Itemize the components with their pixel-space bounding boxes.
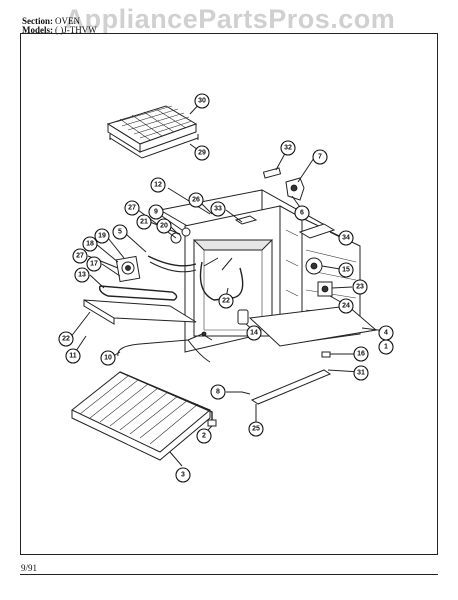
svg-text:5: 5 (118, 229, 122, 236)
svg-text:3: 3 (181, 472, 185, 479)
callout: 16 (353, 346, 369, 362)
svg-text:25: 25 (252, 426, 260, 433)
callout: 11 (65, 348, 81, 364)
callout: 21 (136, 214, 152, 230)
callout: 4 (378, 325, 394, 341)
callout: 26 (188, 192, 204, 208)
svg-text:6: 6 (300, 210, 304, 217)
svg-text:22: 22 (222, 298, 230, 305)
callout: 10 (100, 350, 116, 366)
callout: 24 (338, 298, 354, 314)
callout: 18 (82, 236, 98, 252)
callout: 27 (72, 248, 88, 264)
callout: 13 (74, 267, 90, 283)
svg-text:17: 17 (90, 261, 98, 268)
callout: 20 (156, 218, 172, 234)
svg-text:16: 16 (357, 351, 365, 358)
svg-text:19: 19 (98, 233, 106, 240)
svg-text:22: 22 (62, 336, 70, 343)
callout: 17 (86, 256, 102, 272)
section-value: OVEN (55, 16, 80, 26)
callout: 2 (196, 428, 212, 444)
callout: 14 (246, 325, 262, 341)
callout: 31 (353, 365, 369, 381)
rack-and-rail-drawing (71, 351, 332, 461)
svg-text:18: 18 (86, 241, 94, 248)
callout: 9 (148, 204, 164, 220)
callout: 29 (194, 145, 210, 161)
svg-text:2: 2 (202, 433, 206, 440)
svg-text:30: 30 (198, 98, 206, 105)
svg-text:29: 29 (198, 150, 206, 157)
diagram-frame (20, 33, 438, 555)
revision-date: 9/91 (21, 563, 38, 573)
svg-text:27: 27 (76, 253, 84, 260)
callout: 3 (175, 467, 191, 483)
svg-text:31: 31 (357, 370, 365, 377)
svg-text:15: 15 (342, 267, 350, 274)
svg-text:34: 34 (342, 235, 350, 242)
svg-text:10: 10 (104, 355, 112, 362)
svg-text:12: 12 (154, 182, 162, 189)
callout-layer: 30 29 32 7 6 12 26 33 34 27 9 21 5 20 19… (58, 93, 394, 483)
models-label: Models: (22, 25, 53, 35)
svg-text:27: 27 (128, 205, 136, 212)
svg-text:11: 11 (69, 353, 77, 360)
svg-text:7: 7 (318, 154, 322, 161)
svg-text:13: 13 (78, 272, 86, 279)
oven-cavity-drawing (158, 189, 378, 353)
svg-text:8: 8 (216, 389, 220, 396)
watermark: AppliancePartsPros.com (64, 4, 396, 34)
small-parts-drawing (262, 167, 305, 201)
callout: 30 (194, 93, 210, 109)
callout: 22 (58, 331, 74, 347)
models-value: ( )J-THVW (55, 25, 97, 35)
callout: 7 (312, 149, 328, 165)
svg-text:24: 24 (342, 303, 350, 310)
callout: 12 (150, 177, 166, 193)
section-label: Section: (22, 16, 53, 26)
svg-text:14: 14 (250, 330, 258, 337)
svg-text:26: 26 (192, 197, 200, 204)
models-header: Models:( )J-THVW (22, 25, 97, 35)
svg-text:4: 4 (384, 330, 388, 337)
svg-text:33: 33 (214, 206, 222, 213)
callout: 19 (94, 228, 110, 244)
svg-text:32: 32 (284, 145, 292, 152)
callout: 1 (378, 339, 394, 355)
callout: 34 (338, 230, 354, 246)
svg-text:23: 23 (356, 284, 364, 291)
callout: 6 (294, 205, 310, 221)
broil-pan-drawing (106, 105, 199, 159)
footer-rule (20, 574, 438, 575)
callout: 5 (112, 224, 128, 240)
left-components-drawing (83, 227, 213, 363)
callout: 22 (218, 293, 234, 309)
callout: 8 (210, 384, 226, 400)
callout: 25 (248, 421, 264, 437)
svg-text:20: 20 (160, 223, 168, 230)
svg-text:21: 21 (140, 219, 148, 226)
svg-text:9: 9 (154, 209, 158, 216)
callout: 23 (352, 279, 368, 295)
callout: 27 (124, 200, 140, 216)
section-header: Section:OVEN (22, 16, 80, 26)
callout: 33 (210, 201, 226, 217)
callout: 15 (338, 262, 354, 278)
callout: 32 (280, 140, 296, 156)
svg-text:1: 1 (384, 344, 388, 351)
